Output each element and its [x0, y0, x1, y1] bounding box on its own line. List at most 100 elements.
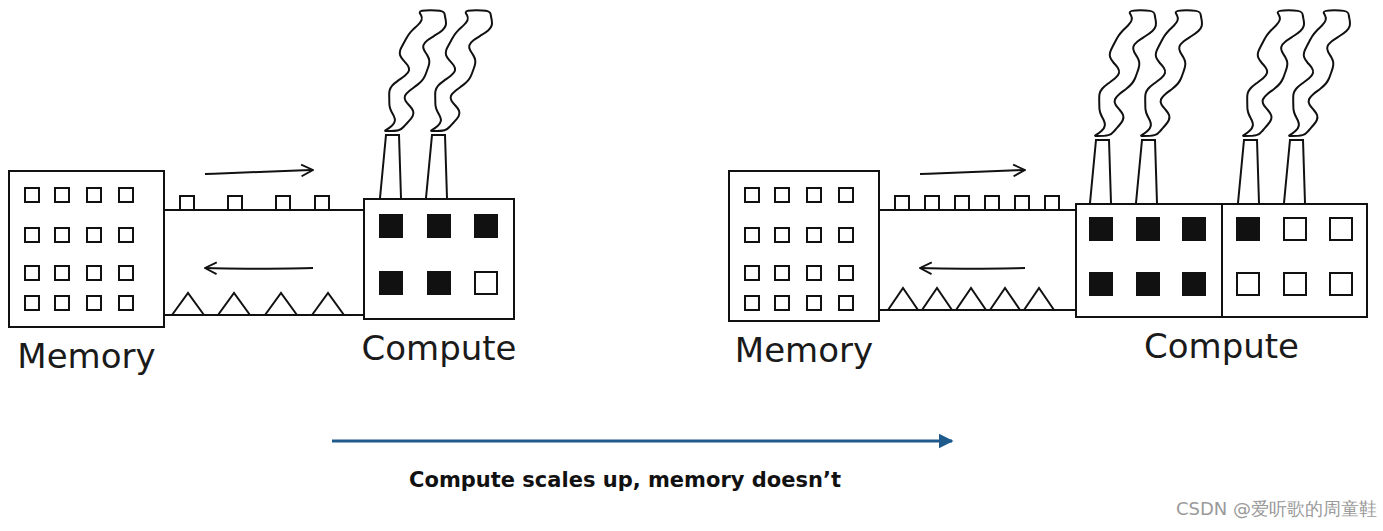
memory-window: [55, 228, 69, 242]
direction-arrow: [205, 170, 313, 174]
data-block: [1015, 196, 1029, 210]
memory-window: [119, 296, 133, 310]
result-triangle: [218, 293, 250, 315]
conveyor-belt: [880, 170, 1075, 210]
smoke-plume: [1095, 10, 1157, 136]
belt-line: [880, 309, 1075, 311]
smoke-plume: [1243, 10, 1305, 136]
memory-window: [775, 296, 789, 310]
memory-window: [745, 296, 759, 310]
direction-arrow: [205, 267, 313, 270]
result-triangle: [172, 293, 204, 315]
chimney: [380, 135, 401, 198]
caption: Compute scales up, memory doesn’t: [325, 468, 925, 492]
memory-window: [87, 228, 101, 242]
memory-window: [775, 266, 789, 280]
memory-window: [775, 188, 789, 202]
memory-window: [807, 228, 821, 242]
conveyor-belt: [165, 268, 363, 315]
memory-window: [25, 228, 39, 242]
compute-window: [1330, 273, 1352, 295]
compute-window: [1137, 273, 1159, 295]
compute-window: [1284, 218, 1306, 240]
compute-factory: Compute: [363, 198, 515, 320]
smoke-plume: [431, 10, 493, 131]
building-label: Memory: [17, 336, 155, 376]
chimney: [426, 135, 447, 198]
result-triangle: [1024, 288, 1054, 310]
compute-window: [1183, 273, 1205, 295]
chimney: [1136, 140, 1157, 203]
memory-window: [25, 188, 39, 202]
building-label: Memory: [735, 330, 873, 370]
data-block: [925, 196, 939, 210]
memory-window: [839, 296, 853, 310]
memory-window: [119, 266, 133, 280]
memory-window: [745, 228, 759, 242]
compute-window: [1284, 273, 1306, 295]
memory-window: [807, 266, 821, 280]
conveyor-belt: [165, 170, 363, 210]
result-triangle: [888, 288, 918, 310]
smoke-plume: [1289, 10, 1351, 136]
memory-window: [745, 266, 759, 280]
compute-window: [1137, 218, 1159, 240]
watermark: CSDN @爱听歌的周童鞋: [1176, 497, 1377, 521]
memory-window: [839, 266, 853, 280]
compute-window: [380, 215, 402, 237]
compute-window: [1330, 218, 1352, 240]
scale-arrow: [332, 440, 952, 443]
data-block: [955, 196, 969, 210]
conveyor-belt: [880, 268, 1075, 310]
data-block: [180, 196, 194, 210]
building-divider: [1221, 203, 1223, 318]
compute-window: [475, 272, 497, 294]
direction-arrow: [920, 170, 1025, 174]
compute-window: [380, 272, 402, 294]
chimney: [1090, 140, 1111, 203]
compute-window: [1090, 273, 1112, 295]
building-label: Compute: [361, 328, 516, 368]
compute-window: [1237, 273, 1259, 295]
memory-window: [839, 228, 853, 242]
memory-window: [775, 228, 789, 242]
smoke-plume: [1141, 10, 1203, 136]
memory-window: [55, 188, 69, 202]
compute-window: [1090, 218, 1112, 240]
compute-window: [428, 215, 450, 237]
memory-building: Memory: [8, 170, 165, 328]
data-block: [228, 196, 242, 210]
direction-arrow: [920, 267, 1025, 270]
result-triangle: [312, 293, 344, 315]
memory-window: [55, 296, 69, 310]
compute-window: [1237, 218, 1259, 240]
memory-window: [119, 188, 133, 202]
data-block: [276, 196, 290, 210]
belt-line: [165, 209, 363, 211]
memory-window: [745, 188, 759, 202]
belt-line: [165, 314, 363, 316]
building-label: Compute: [1144, 326, 1299, 366]
data-block: [315, 196, 329, 210]
compute-window: [1183, 218, 1205, 240]
result-triangle: [265, 293, 297, 315]
memory-window: [55, 266, 69, 280]
memory-window: [119, 228, 133, 242]
data-block: [985, 196, 999, 210]
result-triangle: [990, 288, 1020, 310]
memory-window: [807, 188, 821, 202]
memory-window: [807, 296, 821, 310]
compute-window: [428, 272, 450, 294]
compute-window: [475, 215, 497, 237]
result-triangle: [956, 288, 986, 310]
smoke-plume: [385, 10, 447, 131]
chimney: [1238, 140, 1259, 203]
chimney: [1284, 140, 1305, 203]
memory-window: [25, 296, 39, 310]
compute-factory: Compute: [1075, 203, 1368, 318]
memory-window: [87, 188, 101, 202]
memory-building: Memory: [728, 170, 880, 322]
